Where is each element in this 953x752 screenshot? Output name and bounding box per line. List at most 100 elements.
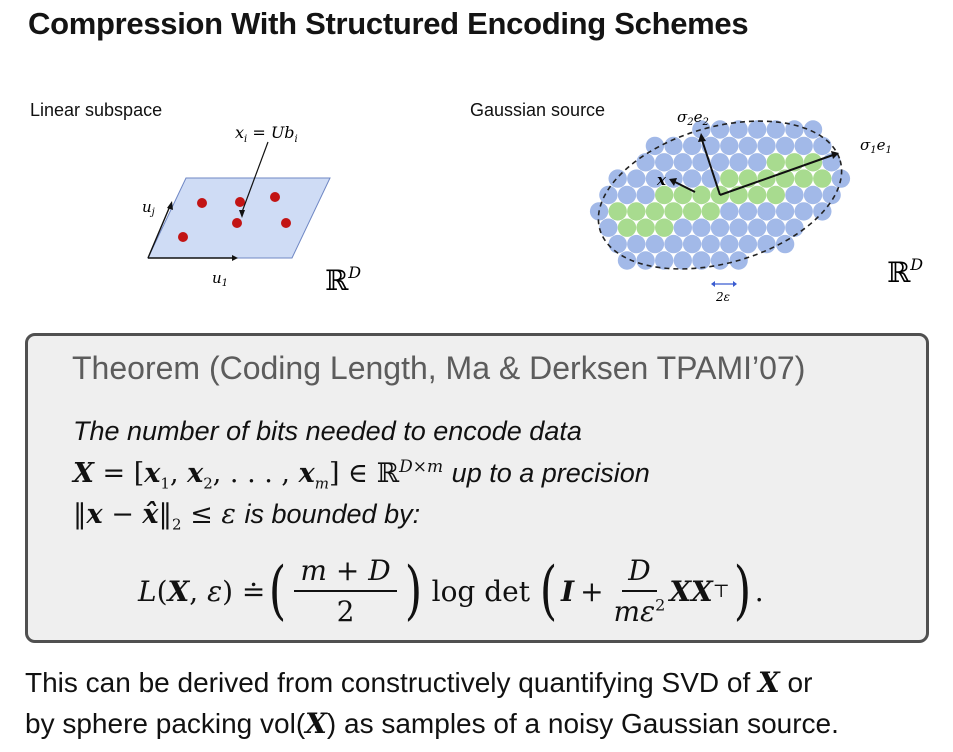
packing-sphere — [794, 169, 813, 188]
theorem-box: Theorem (Coding Length, Ma & Derksen TPA… — [25, 333, 929, 643]
space-label-right: ℝD — [887, 255, 923, 289]
packing-sphere — [710, 153, 730, 172]
packing-sphere — [692, 120, 711, 139]
packing-sphere — [655, 218, 674, 237]
packing-sphere — [608, 202, 627, 221]
packing-sphere — [720, 169, 739, 188]
packing-sphere — [617, 185, 637, 205]
packing-sphere — [803, 185, 823, 205]
packing-sphere — [627, 202, 646, 221]
packing-sphere — [664, 136, 683, 156]
packing-sphere — [599, 218, 618, 237]
packing-sphere — [757, 136, 776, 156]
packing-sphere — [794, 136, 813, 156]
gaussian-source-label: Gaussian source — [470, 100, 606, 120]
data-point — [197, 198, 207, 208]
packing-sphere — [738, 234, 758, 254]
x-arrow — [674, 181, 696, 193]
packing-sphere — [636, 185, 655, 205]
packing-sphere — [729, 218, 748, 237]
subspace-plane — [147, 177, 331, 259]
packing-sphere — [766, 218, 785, 237]
footer-line-1-text: This can be derived from constructively … — [25, 666, 813, 699]
theorem-line-1-text: The number of bits needed to encode data — [73, 416, 582, 446]
packing-sphere — [664, 234, 683, 254]
packing-sphere — [813, 136, 832, 156]
packing-sphere — [608, 169, 627, 188]
data-point — [281, 218, 291, 228]
packing-sphere — [636, 153, 655, 172]
packing-sphere — [692, 251, 711, 270]
space-label-left: ℝD — [325, 263, 361, 297]
gaussian-source-figure: x σ2e2 σ1e1 2ε ℝD — [589, 108, 923, 304]
packing-sphere — [682, 136, 702, 156]
sigma2-label: σ2e2 — [677, 108, 709, 128]
packing-sphere — [738, 136, 758, 156]
packing-sphere — [785, 120, 804, 139]
theorem-line-1: The number of bits needed to encode data — [73, 416, 582, 447]
packing-sphere — [766, 185, 785, 205]
linear-subspace-label: Linear subspace — [30, 100, 163, 120]
packing-sphere — [710, 185, 730, 205]
u1-label: u1 — [212, 269, 228, 289]
packing-sphere — [748, 153, 767, 172]
sigma2-arrow — [701, 139, 721, 196]
linear-subspace-figure: u1 uj xi = Ubi ℝD — [142, 123, 361, 297]
packing-sphere — [775, 136, 795, 156]
x-label: x — [656, 171, 667, 189]
packing-sphere — [636, 251, 655, 270]
packing-sphere — [645, 169, 665, 188]
packing-sphere — [645, 136, 665, 156]
theorem-line-2-text: up to a precision — [451, 458, 650, 488]
packing-sphere — [645, 202, 665, 221]
packing-sphere — [636, 218, 655, 237]
packing-sphere — [673, 218, 692, 237]
packing-sphere — [617, 218, 637, 237]
uj-axis — [147, 205, 171, 259]
packing-sphere — [775, 202, 795, 221]
packing-sphere — [813, 169, 832, 188]
packing-sphere — [757, 234, 776, 254]
footer-line-2: by sphere packing vol(X) as samples of a… — [25, 707, 839, 740]
packing-sphere — [710, 251, 730, 270]
packing-sphere — [673, 251, 692, 270]
packing-sphere — [682, 169, 702, 188]
packing-sphere — [766, 120, 785, 139]
packing-sphere — [655, 153, 674, 172]
xi-annotation: xi = Ubi — [235, 123, 298, 145]
packing-sphere — [785, 185, 804, 205]
packing-sphere — [627, 169, 646, 188]
packing-sphere — [664, 202, 683, 221]
packing-sphere — [655, 251, 674, 270]
packing-sphere — [645, 234, 665, 254]
packing-sphere — [710, 218, 730, 237]
data-point — [178, 232, 188, 242]
packing-sphere — [673, 153, 692, 172]
packing-sphere — [701, 234, 720, 254]
packing-sphere — [822, 185, 841, 205]
packing-sphere — [710, 120, 730, 139]
theorem-line-2: X = [x1, x2, . . . , xm] ∈ ℝD×m up to a … — [73, 457, 650, 492]
packing-sphere — [655, 185, 674, 205]
packing-sphere — [682, 202, 702, 221]
footer-line-1: This can be derived from constructively … — [25, 666, 812, 699]
data-point — [270, 192, 280, 202]
packing-sphere — [766, 153, 785, 172]
packing-sphere — [692, 185, 711, 205]
packing-sphere — [673, 185, 692, 205]
eps-label: 2ε — [715, 290, 730, 304]
theorem-heading: Theorem (Coding Length, Ma & Derksen TPA… — [72, 350, 806, 386]
sigma1-label: σ1e1 — [860, 136, 892, 156]
data-point — [232, 218, 242, 228]
packing-sphere — [738, 202, 758, 221]
packing-sphere — [757, 202, 776, 221]
packing-sphere — [692, 218, 711, 237]
footer-line-2-text: by sphere packing vol(X) as samples of a… — [25, 707, 839, 740]
packing-sphere — [794, 202, 813, 221]
theorem-line-3: ‖x − x̂‖2 ≤ ε is bounded by: — [73, 499, 420, 533]
packing-sphere — [682, 234, 702, 254]
data-point — [235, 197, 245, 207]
packing-sphere — [701, 202, 720, 221]
slide-title: Compression With Structured Encoding Sch… — [28, 6, 749, 41]
packing-sphere — [608, 234, 627, 254]
